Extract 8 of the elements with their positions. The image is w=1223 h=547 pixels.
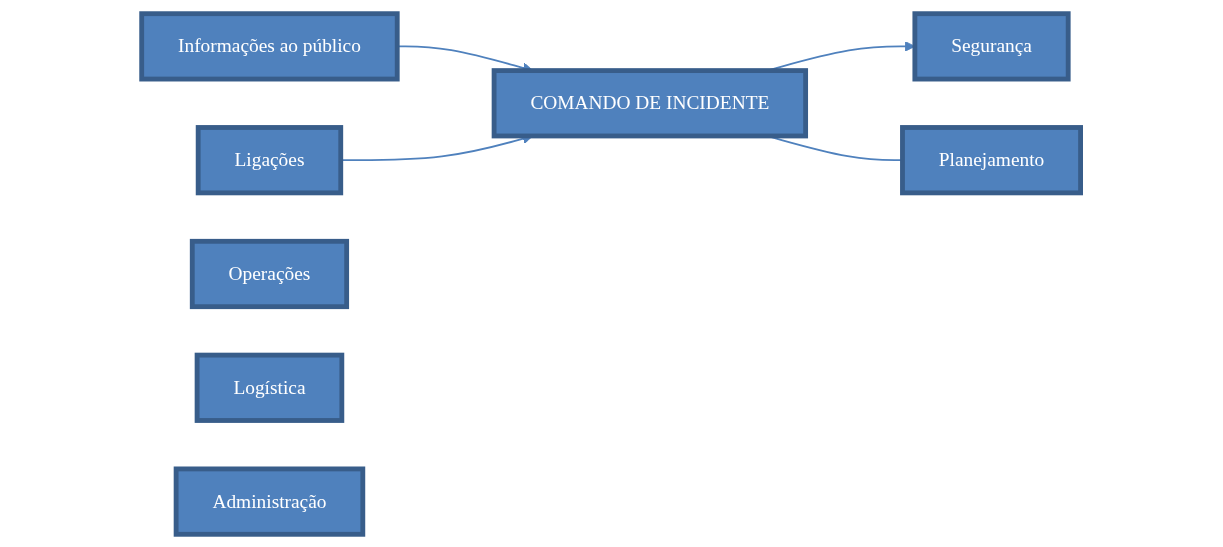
node-box: Logística <box>195 352 345 423</box>
node-box: Planejamento <box>900 124 1084 195</box>
node-box: Operações <box>190 238 350 309</box>
node-box: Informações ao público <box>139 10 400 81</box>
node-box: Segurança <box>912 10 1071 81</box>
node-box: COMANDO DE INCIDENTE <box>492 67 809 138</box>
node-box: Ligações <box>196 124 344 195</box>
node-box: Administração <box>174 466 366 537</box>
